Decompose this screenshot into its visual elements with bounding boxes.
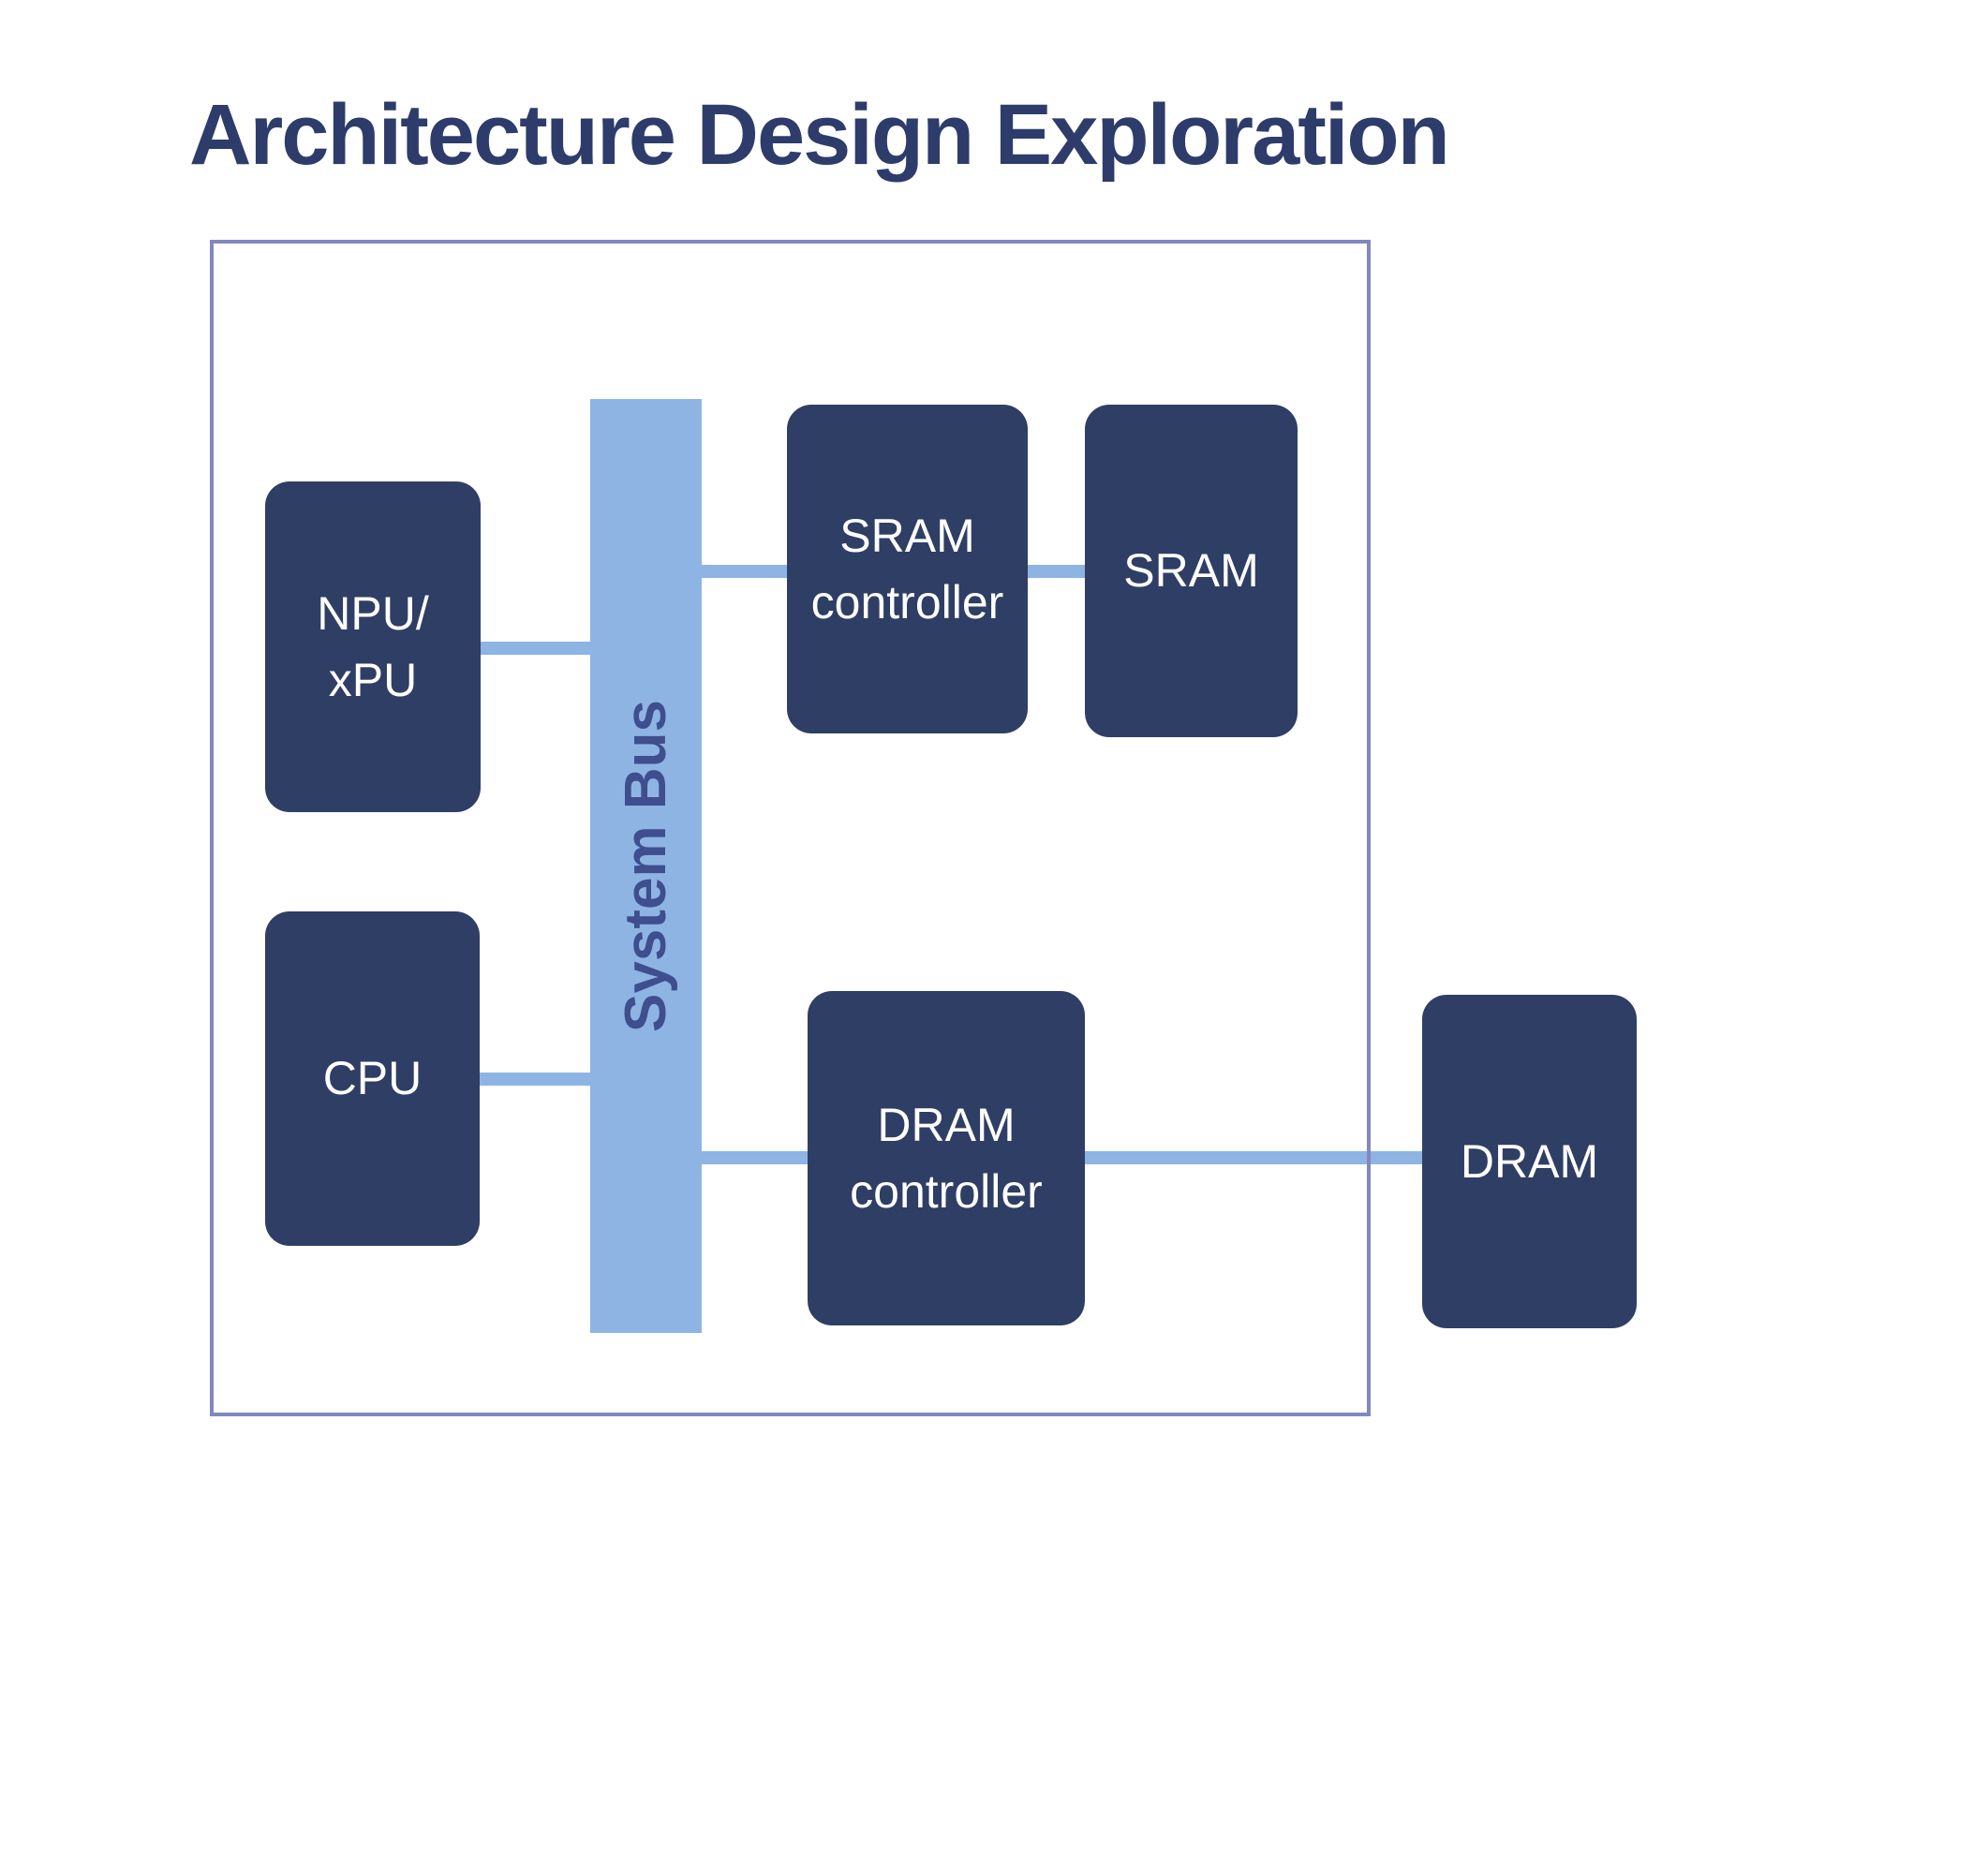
system-bus-bar: System Bus <box>590 399 702 1333</box>
block-cpu: CPU <box>265 911 480 1246</box>
page-title: Architecture Design Exploration <box>189 87 1450 183</box>
chip-boundary-frame <box>210 240 1371 1416</box>
connector-sram-controller-to-sram <box>1028 565 1085 578</box>
block-dram-controller-label-line1: DRAM <box>877 1098 1016 1151</box>
connector-cpu-to-bus <box>480 1073 590 1086</box>
block-dram-controller-label-line2: controller <box>850 1164 1043 1218</box>
block-sram-controller-label-line2: controller <box>810 575 1004 629</box>
block-sram-controller: SRAM controller <box>787 405 1028 733</box>
block-sram: SRAM <box>1085 405 1298 737</box>
connector-bus-to-dram-controller <box>702 1151 808 1164</box>
block-sram-label: SRAM <box>1123 544 1259 597</box>
connector-dram-controller-to-dram <box>1085 1151 1422 1164</box>
block-cpu-label: CPU <box>322 1052 423 1104</box>
block-sram-controller-label-line1: SRAM <box>839 509 975 562</box>
block-npu-xpu-label-line2: xPU <box>328 653 418 706</box>
connector-npu-to-bus <box>481 642 590 655</box>
connector-bus-to-sram-controller <box>702 565 787 578</box>
block-dram-label: DRAM <box>1460 1134 1599 1188</box>
block-npu-xpu-label-line1: NPU/ <box>317 586 429 640</box>
block-dram: DRAM <box>1422 995 1637 1328</box>
block-npu-xpu: NPU/ xPU <box>265 481 481 812</box>
block-dram-controller: DRAM controller <box>808 991 1085 1325</box>
